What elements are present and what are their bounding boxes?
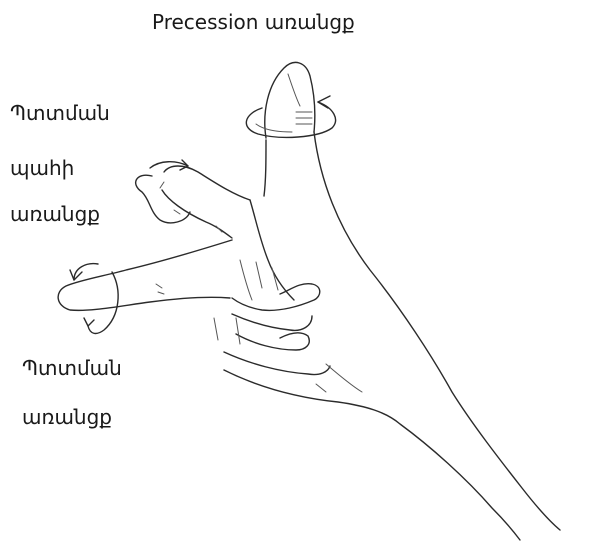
forearm-sketch	[224, 132, 560, 540]
thumb-sketch	[265, 62, 315, 138]
precession-rotation-arrow	[246, 96, 335, 137]
palm-sketch	[214, 200, 330, 375]
middle-finger-sketch	[58, 240, 232, 310]
index-finger-sketch	[162, 166, 250, 238]
